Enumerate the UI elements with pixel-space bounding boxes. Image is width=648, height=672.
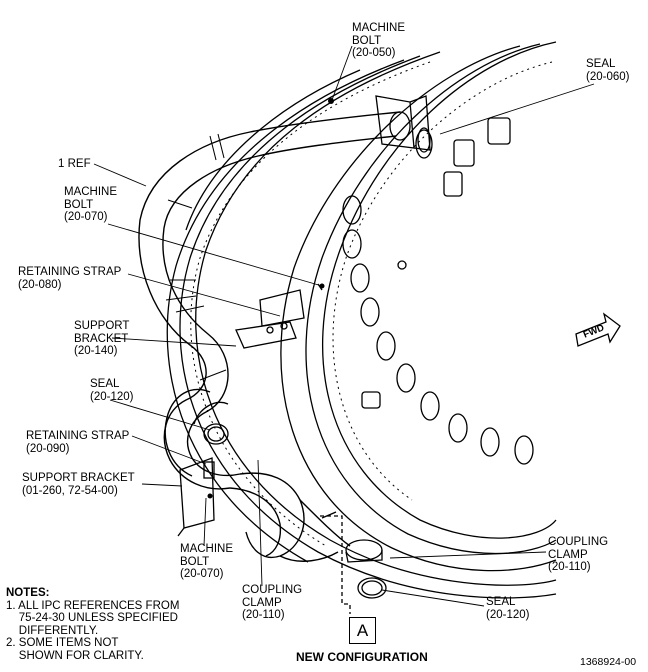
notes-heading: NOTES: bbox=[6, 587, 50, 599]
view-a-callout bbox=[320, 515, 351, 614]
engine-casing bbox=[166, 41, 557, 599]
access-panels bbox=[361, 117, 511, 409]
label-machine-bolt-top: MACHINE BOLT (20-050) bbox=[352, 22, 406, 59]
label-support-bracket-lower: SUPPORT BRACKET (01-260, 72-54-00) bbox=[22, 472, 135, 497]
label-seal-left: SEAL (20-120) bbox=[90, 378, 134, 403]
label-seal-top-right: SEAL (20-060) bbox=[586, 58, 630, 83]
fwd-arrow-outline bbox=[575, 312, 621, 347]
support-bracket-mid bbox=[235, 283, 323, 349]
view-letter-box: A bbox=[349, 617, 376, 644]
figure-id: 1368924-00 bbox=[580, 656, 637, 668]
note-item: 2. SOME ITEMS NOT SHOWN FOR CLARITY. bbox=[6, 637, 144, 662]
notes-block: NOTES: 1. ALL IPC REFERENCES FROM 75-24-… bbox=[6, 587, 179, 662]
top-flange-fitting bbox=[375, 95, 431, 153]
seals bbox=[203, 129, 433, 599]
label-machine-bolt-bottom: MACHINE BOLT (20-070) bbox=[180, 543, 234, 580]
coupling-clamp-bottom bbox=[345, 539, 383, 563]
label-coupling-clamp-bottom: COUPLING CLAMP (20-110) bbox=[242, 584, 303, 621]
label-retaining-strap-upper: RETAINING STRAP (20-080) bbox=[18, 266, 122, 291]
leader-lines bbox=[93, 45, 595, 607]
flange-holes bbox=[190, 61, 553, 547]
label-one-ref: 1 REF bbox=[58, 158, 91, 170]
ring-cutouts bbox=[342, 195, 534, 465]
duct-joints bbox=[165, 133, 227, 381]
label-retaining-strap-lower: RETAINING STRAP (20-090) bbox=[26, 430, 130, 455]
duct-tube bbox=[138, 111, 401, 562]
note-item: 1. ALL IPC REFERENCES FROM 75-24-30 UNLE… bbox=[6, 599, 180, 637]
label-machine-bolt-left: MACHINE BOLT (20-070) bbox=[64, 186, 118, 223]
label-coupling-clamp-right: COUPLING CLAMP (20-110) bbox=[548, 536, 609, 573]
figure-caption: NEW CONFIGURATION bbox=[296, 650, 428, 664]
label-support-bracket-mid: SUPPORT BRACKET (20-140) bbox=[74, 320, 130, 357]
label-seal-bottom-right: SEAL (20-120) bbox=[486, 596, 530, 621]
